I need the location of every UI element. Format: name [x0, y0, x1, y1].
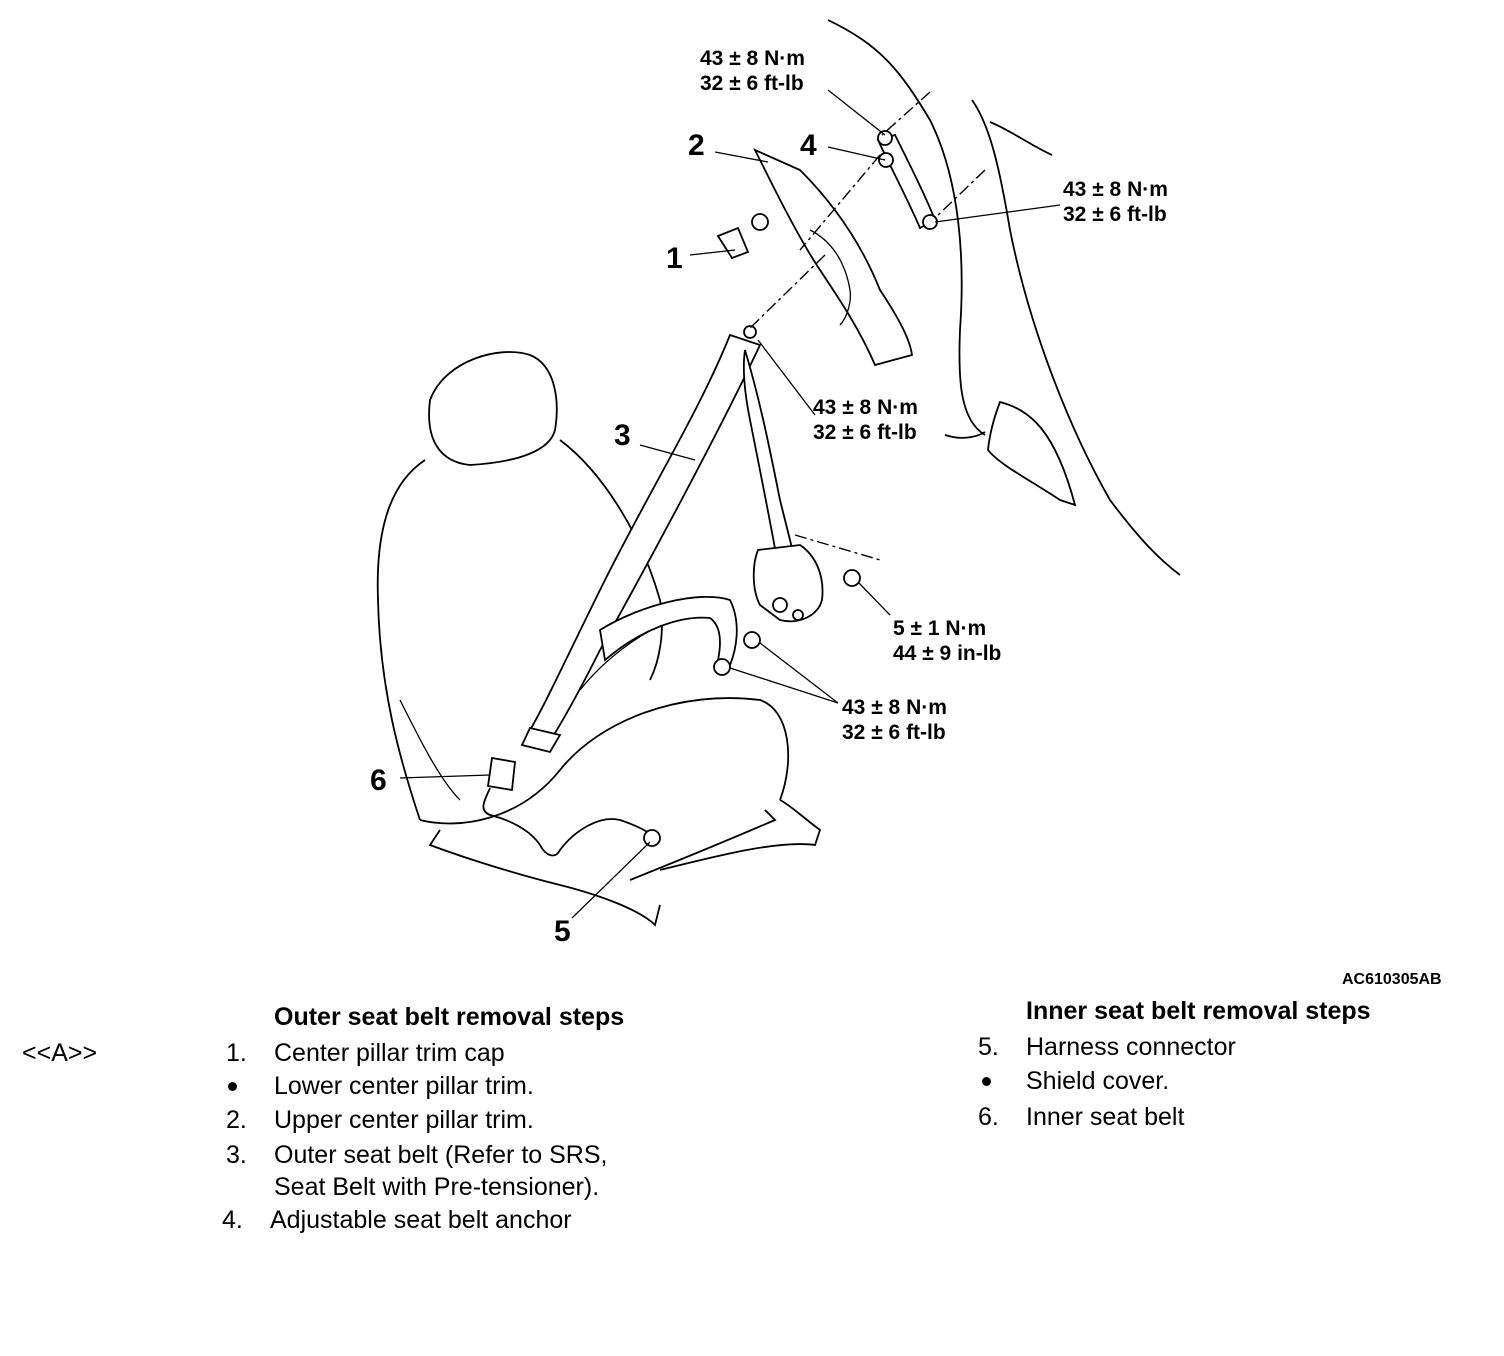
outer-step-text: Lower center pillar trim.: [274, 1072, 534, 1100]
inner-step-num: 5.: [978, 1033, 999, 1061]
outer-step-num: 1.: [226, 1039, 247, 1067]
figure-code: AC610305AB: [1342, 971, 1442, 988]
outer-seat-belt: [520, 333, 797, 754]
upper-pillar-trim: [753, 148, 913, 367]
alignment-lines: [747, 91, 986, 561]
outer-step-text: Seat Belt with Pre-tensioner).: [274, 1173, 600, 1201]
outer-step-num: 2.: [226, 1106, 247, 1134]
inner-step-text: Inner seat belt: [1026, 1103, 1185, 1131]
adjustable-anchor: [876, 133, 938, 230]
outer-step-text: Center pillar trim cap: [274, 1039, 505, 1067]
torque-small-nm: 5 ± 1 N·m: [893, 617, 986, 640]
outer-step-text: Outer seat belt (Refer to SRS,: [274, 1141, 608, 1169]
inner-seat-belt: [482, 756, 661, 857]
bullet-icon: [228, 1082, 237, 1091]
outer-step-text: Adjustable seat belt anchor: [270, 1206, 572, 1234]
torque-mid-nm: 43 ± 8 N·m: [813, 396, 918, 419]
inner-steps-title: Inner seat belt removal steps: [1026, 997, 1371, 1025]
callout-5: 5: [554, 915, 571, 948]
bolts: [713, 130, 893, 676]
inner-step-text: Harness connector: [1026, 1033, 1236, 1061]
bullet-icon: [982, 1077, 991, 1086]
torque-low-ft: 32 ± 6 ft-lb: [842, 721, 946, 744]
inner-step-num: 6.: [978, 1103, 999, 1131]
outer-step-text: Upper center pillar trim.: [274, 1106, 534, 1134]
body-outline: [827, 19, 1181, 576]
torque-right-ft: 32 ± 6 ft-lb: [1063, 203, 1167, 226]
torque-mid-ft: 32 ± 6 ft-lb: [813, 421, 917, 444]
callout-6: 6: [370, 764, 387, 797]
outer-steps-title: Outer seat belt removal steps: [274, 1003, 625, 1031]
callout-3: 3: [614, 419, 631, 452]
leader-lines: [399, 89, 1061, 919]
retractor: [752, 544, 824, 623]
callout-4: 4: [800, 129, 817, 162]
inner-step-text: Shield cover.: [1026, 1067, 1170, 1095]
torque-low-nm: 43 ± 8 N·m: [842, 696, 947, 719]
outer-step-num: 3.: [226, 1141, 247, 1169]
outer-step-num: 4.: [222, 1206, 243, 1234]
callout-2: 2: [688, 129, 705, 162]
seat-belt-diagram: 1 2 3 4 5 6 43 ± 8 N·m 32 ± 6 ft-lb 43 ±…: [370, 19, 1442, 988]
note-marker: <<A>>: [22, 1039, 98, 1067]
torque-small-in: 44 ± 9 in-lb: [893, 642, 1001, 665]
seat: [376, 351, 822, 927]
torque-top-ft: 32 ± 6 ft-lb: [700, 72, 804, 95]
callout-1: 1: [666, 242, 683, 275]
torque-top-nm: 43 ± 8 N·m: [700, 47, 805, 70]
torque-right-nm: 43 ± 8 N·m: [1063, 178, 1168, 201]
pillar-trim-cap: [716, 226, 750, 260]
